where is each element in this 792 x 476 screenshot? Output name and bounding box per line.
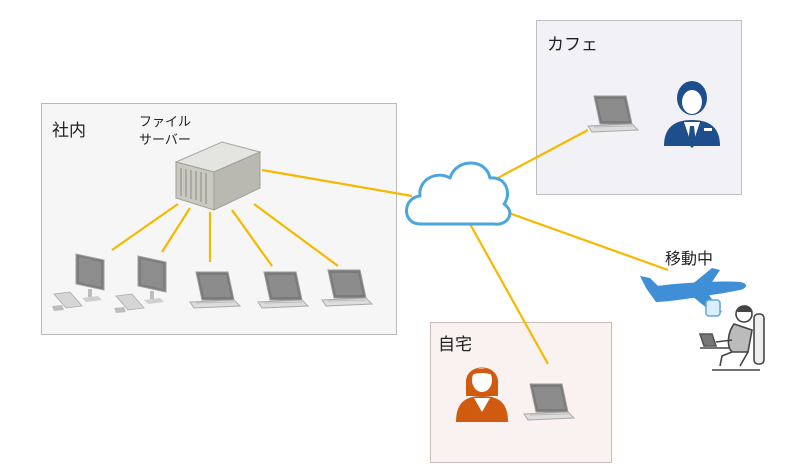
line-server-pc2	[161, 207, 191, 253]
file-server-label-line2: サーバー	[139, 133, 191, 148]
airplane-icon	[640, 268, 746, 314]
line-cloud-moving	[505, 210, 669, 272]
home-label: 自宅	[438, 335, 472, 355]
traveler-with-laptop-icon	[698, 299, 765, 371]
office-label: 社内	[52, 121, 86, 141]
line-server-laptop3	[253, 203, 339, 267]
desktop-pc-icon	[51, 253, 105, 312]
laptop-icon	[321, 269, 373, 307]
laptop-icon	[587, 95, 639, 133]
laptop-icon	[189, 271, 241, 309]
desktop-pc-icon	[113, 255, 167, 314]
line-server-laptop2	[231, 209, 273, 267]
home-panel: 自宅	[430, 322, 612, 463]
line-server-cloud	[261, 168, 413, 198]
server-icon	[174, 141, 262, 211]
moving-label: 移動中	[665, 249, 714, 268]
laptop-icon	[523, 383, 575, 421]
file-server-label: ファイル サーバー	[139, 114, 191, 150]
file-server-label-line1: ファイル	[139, 115, 192, 130]
cloud-icon	[405, 161, 512, 226]
cafe-panel: カフェ	[536, 20, 742, 195]
cafe-label: カフェ	[547, 35, 598, 55]
businessman-icon	[664, 81, 720, 148]
laptop-icon	[257, 271, 309, 309]
line-cloud-cafe	[493, 129, 589, 181]
line-cloud-home	[469, 223, 549, 365]
line-server-pc1	[111, 203, 179, 251]
woman-icon	[456, 367, 508, 422]
connection-lines	[111, 129, 669, 365]
